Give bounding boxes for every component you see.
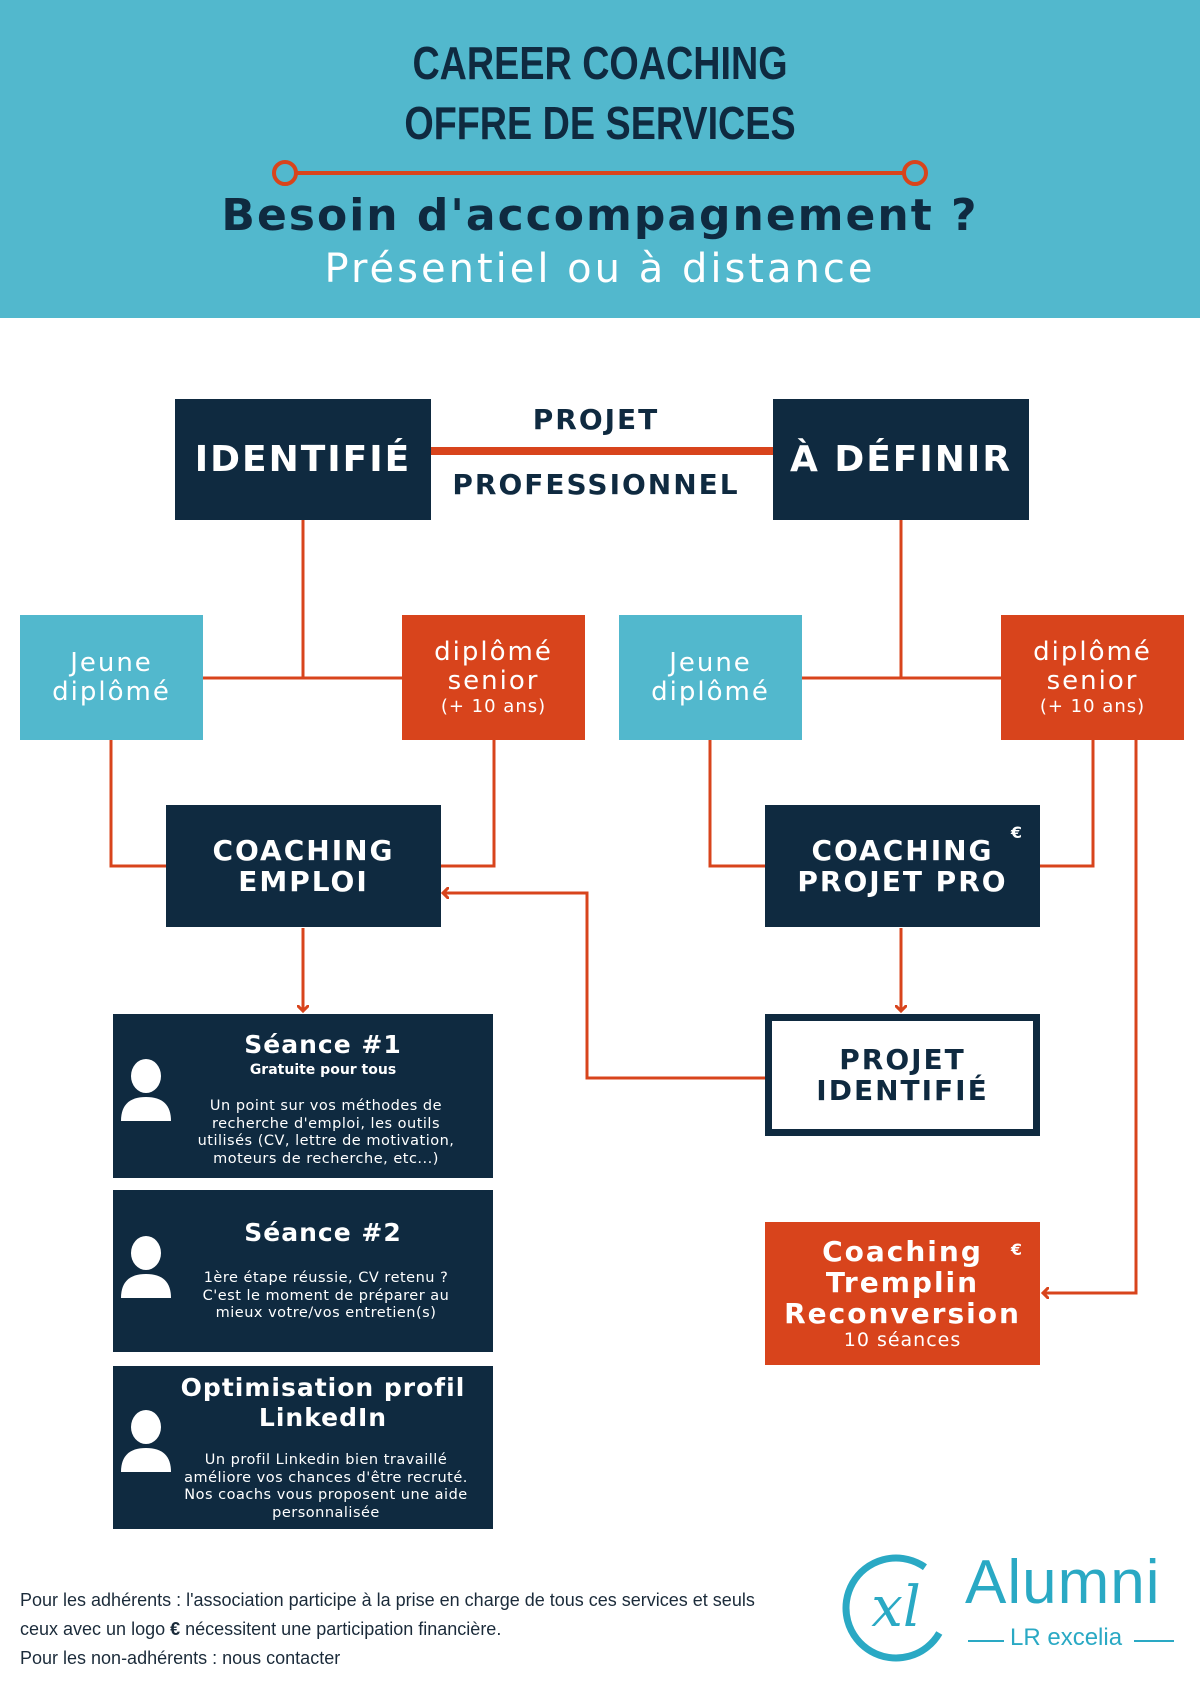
linkedin-desc-line: Nos coachs vous proposent une aide: [184, 1487, 468, 1503]
person-icon: [121, 1236, 171, 1298]
coaching-projet-line-1: COACHING: [811, 834, 994, 867]
young-label-2: diplômé: [651, 676, 770, 707]
footer-line-2: ceux avec un logo € nécessitent une part…: [20, 1615, 820, 1644]
senior-label-2: senior: [1046, 665, 1139, 696]
footer-note: Pour les adhérents : l'association parti…: [20, 1586, 820, 1673]
title-line-2: OFFRE DE SERVICES: [404, 97, 796, 149]
tremplin-line-3: Reconversion: [784, 1297, 1021, 1330]
young-graduate-box-right: Jeune diplômé: [619, 615, 802, 740]
euro-icon: €: [1010, 823, 1024, 842]
subtitle: Besoin d'accompagnement ?: [221, 190, 979, 241]
senior-graduate-box-left: diplômé senior (+ 10 ans): [402, 615, 585, 740]
coaching-emploi-line-1: COACHING: [212, 834, 395, 867]
footer-line-3: Pour les non-adhérents : nous contacter: [20, 1648, 341, 1668]
project-label-bottom: PROFESSIONNEL: [452, 468, 740, 501]
session-1-desc-line: utilisés (CV, lettre de motivation,: [197, 1133, 455, 1149]
footer-line-2-pre: ceux avec un logo: [20, 1619, 171, 1639]
person-icon: [121, 1410, 171, 1472]
coaching-emploi-box: COACHING EMPLOI: [166, 805, 441, 927]
logo-rule-left: [968, 1640, 1004, 1642]
euro-icon: €: [1010, 1240, 1024, 1259]
coaching-projet-line-2: PROJET PRO: [797, 865, 1008, 898]
logo-rule-right: [1134, 1640, 1174, 1642]
senior-label-1: diplômé: [1033, 636, 1152, 667]
session-2-desc-line: C'est le moment de préparer au: [202, 1287, 450, 1304]
young-label-1: Jeune: [70, 647, 153, 678]
header-banner: CAREER COACHING OFFRE DE SERVICES Besoin…: [0, 0, 1200, 318]
logo-subtitle: LR excelia: [1010, 1624, 1123, 1651]
project-label-top: PROJET: [532, 403, 660, 436]
session-1-desc-line: Un point sur vos méthodes de: [209, 1098, 443, 1114]
linkedin-title-line-1: Optimisation profil: [180, 1373, 466, 1402]
linkedin-title-line-2: LinkedIn: [258, 1403, 388, 1432]
session-2-desc-line: 1ère étape réussie, CV retenu ?: [203, 1270, 449, 1286]
linkedin-desc-line: améliore vos chances d'être recruté.: [184, 1469, 468, 1486]
linkedin-desc-line: personnalisée: [272, 1504, 380, 1521]
coaching-projet-pro-box: € COACHING PROJET PRO: [765, 805, 1040, 927]
linkedin-card: Optimisation profil LinkedIn Un profil L…: [113, 1366, 493, 1529]
person-icon: [121, 1059, 171, 1121]
young-graduate-box-left: Jeune diplômé: [20, 615, 203, 740]
subtitle-mode: Présentiel ou à distance: [324, 246, 876, 292]
footer-line-1: Pour les adhérents : l'association parti…: [20, 1590, 755, 1610]
footer-line-2-post: nécessitent une participation financière…: [180, 1619, 502, 1639]
session-1-desc-line: moteurs de recherche, etc...): [213, 1150, 439, 1167]
project-identified-box: IDENTIFIÉ: [175, 399, 431, 520]
session-1-desc-line: recherche d'emploi, les outils: [211, 1115, 441, 1132]
xl-logo-mark: xl: [842, 1554, 950, 1662]
title-divider: [272, 160, 928, 186]
tremplin-note: 10 séances: [843, 1329, 962, 1351]
senior-label-2: senior: [447, 665, 540, 696]
projet-identifie-line-1: PROJET: [839, 1043, 966, 1076]
alumni-logo: xl Alumni LR excelia: [838, 1548, 1178, 1668]
session-1-title: Séance #1: [244, 1030, 402, 1059]
logo-mark-text: xl: [871, 1575, 921, 1640]
young-label-1: Jeune: [669, 647, 752, 678]
linkedin-desc-line: Un profil Linkedin bien travaillé: [204, 1452, 448, 1468]
young-label-2: diplômé: [52, 676, 171, 707]
session-1-subtitle: Gratuite pour tous: [249, 1062, 397, 1078]
projet-identifie-line-2: IDENTIFIÉ: [816, 1074, 989, 1107]
coaching-tremplin-box: € Coaching Tremplin Reconversion 10 séan…: [765, 1222, 1040, 1365]
session-1-card: Séance #1 Gratuite pour tous Un point su…: [113, 1014, 493, 1178]
session-2-card: Séance #2 1ère étape réussie, CV retenu …: [113, 1190, 493, 1352]
tremplin-line-2: Tremplin: [825, 1266, 980, 1299]
projet-identifie-box: PROJET IDENTIFIÉ: [765, 1014, 1040, 1136]
session-2-desc-line: mieux votre/vos entretien(s): [215, 1305, 437, 1321]
senior-note: (+ 10 ans): [1039, 695, 1146, 717]
senior-graduate-box-right: diplômé senior (+ 10 ans): [1001, 615, 1184, 740]
title-line-1: CAREER COACHING: [412, 37, 788, 89]
senior-note: (+ 10 ans): [440, 695, 547, 717]
tremplin-line-1: Coaching: [822, 1235, 983, 1268]
coaching-emploi-line-2: EMPLOI: [238, 865, 369, 898]
footer-euro: €: [170, 1619, 181, 1639]
logo-name: Alumni: [965, 1548, 1161, 1617]
project-to-define-label: À DÉFINIR: [789, 439, 1013, 480]
senior-label-1: diplômé: [434, 636, 553, 667]
session-2-title: Séance #2: [244, 1218, 402, 1247]
project-to-define-box: À DÉFINIR: [773, 399, 1029, 520]
project-identified-label: IDENTIFIÉ: [194, 439, 412, 480]
